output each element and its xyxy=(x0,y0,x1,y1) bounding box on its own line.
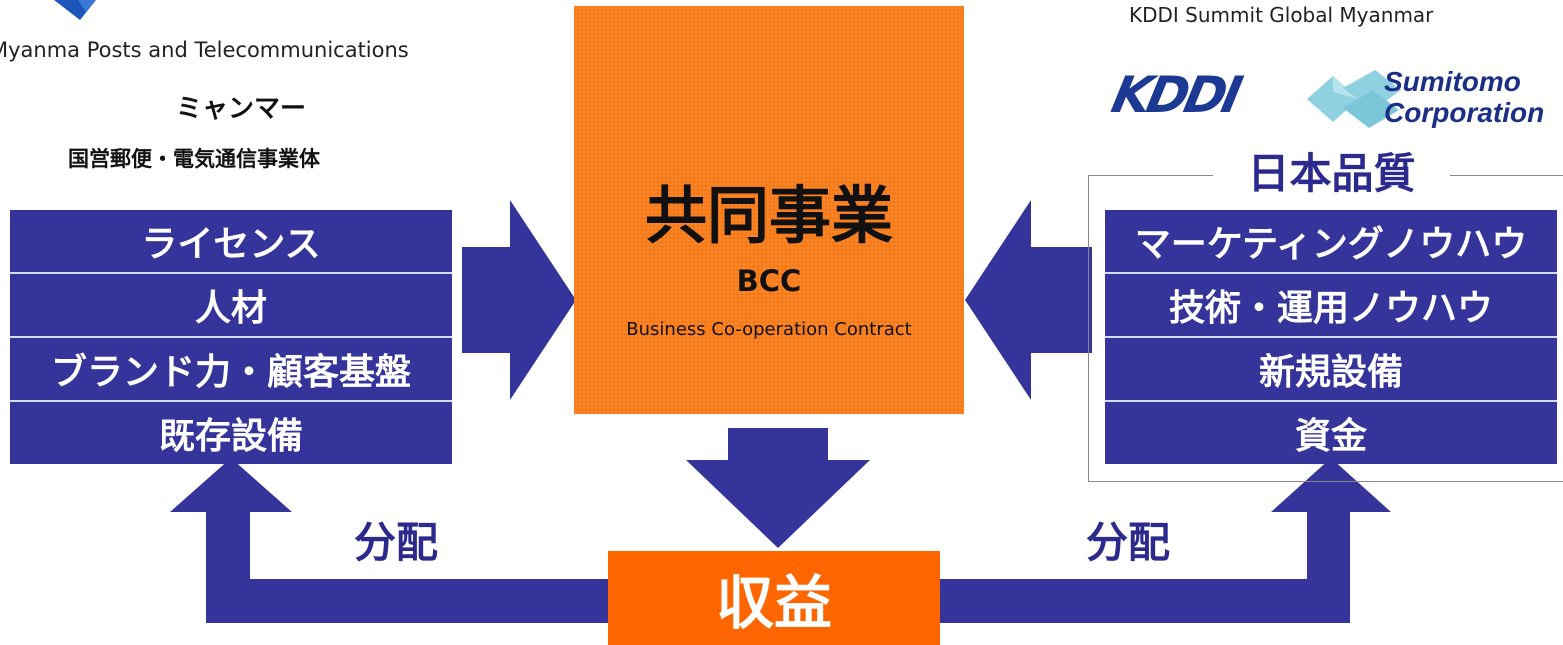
left-contribution-item: 既存設備 xyxy=(10,402,452,464)
left-contribution-item: ブランド力・顧客基盤 xyxy=(10,338,452,402)
left-contributions: ライセンス 人材 ブランド力・顧客基盤 既存設備 xyxy=(10,210,452,464)
right-contribution-item: 技術・運用ノウハウ xyxy=(1105,274,1557,338)
left-party-name-jp-line2: 国営郵便・電気通信事業体 xyxy=(68,147,320,171)
right-contribution-item: マーケティングノウハウ xyxy=(1105,210,1557,274)
arrow-distribution-left xyxy=(170,458,608,623)
distribution-label-left: 分配 xyxy=(354,518,439,567)
arrow-right-to-center xyxy=(965,200,1092,400)
joint-business-title: 共同事業 xyxy=(644,179,893,252)
revenue-box: 収益 xyxy=(608,551,940,645)
right-contributions: マーケティングノウハウ 技術・運用ノウハウ 新規設備 資金 xyxy=(1105,210,1557,464)
joint-business-box xyxy=(574,6,964,414)
left-party-name-jp-line1: ミャンマー xyxy=(176,94,307,124)
sumitomo-logo-line2: Corporation xyxy=(1384,97,1545,128)
right-party-name-en: KDDI Summit Global Myanmar xyxy=(1129,3,1434,27)
sumitomo-logo-text: Sumitomo Corporation xyxy=(1384,66,1544,128)
kddi-logo-text: KDDI xyxy=(1106,66,1244,124)
right-contribution-item: 資金 xyxy=(1105,402,1557,464)
left-contribution-item: 人材 xyxy=(10,274,452,338)
arrow-distribution-right xyxy=(940,458,1391,623)
mpt-star-logo-icon xyxy=(54,0,96,20)
sumitomo-logo-line1: Sumitomo xyxy=(1384,66,1521,97)
arrow-center-to-revenue xyxy=(686,428,870,548)
bcc-full-name: Business Co-operation Contract xyxy=(626,319,912,340)
arrow-left-to-center xyxy=(462,200,576,400)
sumitomo-diamond-logo-icon xyxy=(1307,70,1401,128)
kddi-logo: KDDI xyxy=(1107,66,1275,124)
left-contribution-item: ライセンス xyxy=(10,210,452,274)
quality-frame-title: 日本品質 xyxy=(1213,143,1450,205)
distribution-label-right: 分配 xyxy=(1086,518,1171,567)
left-party-name-en: Myanma Posts and Telecommunications xyxy=(0,38,409,62)
right-contribution-item: 新規設備 xyxy=(1105,338,1557,402)
bcc-label: BCC xyxy=(736,264,802,298)
